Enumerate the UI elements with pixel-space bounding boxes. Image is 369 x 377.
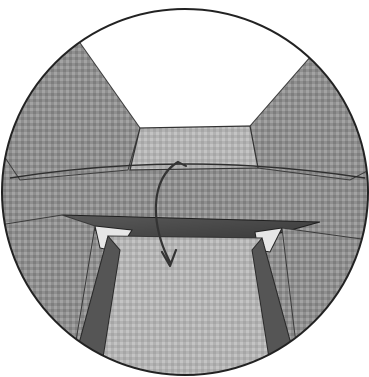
origami-illustration — [0, 0, 369, 377]
origami-photo — [0, 0, 369, 377]
